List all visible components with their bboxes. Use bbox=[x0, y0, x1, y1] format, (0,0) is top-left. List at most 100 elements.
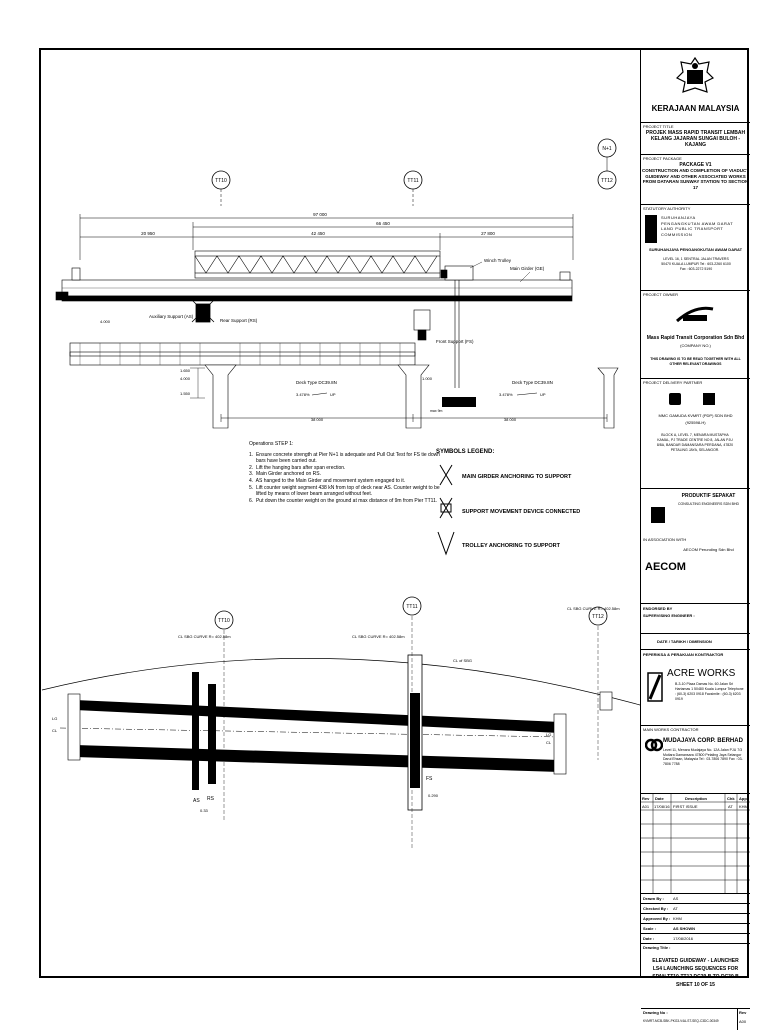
movement-symbol-icon bbox=[439, 497, 453, 519]
endorsement-cell: ENDORSED BY SUPERVISING ENGINEER : bbox=[641, 603, 750, 633]
plan-dim-fs: 0.290 bbox=[428, 793, 439, 798]
small-dims bbox=[190, 367, 205, 399]
approved-by-row: Approved By : KHM bbox=[641, 913, 750, 923]
plan-curve-1: CL SBG CURVE R= 402.58m bbox=[178, 634, 231, 639]
svg-text:66: 66 bbox=[442, 297, 446, 301]
legend-item-2: SUPPORT MOVEMENT DEVICE CONNECTED bbox=[462, 509, 580, 515]
operations-title: Operations STEP 1: bbox=[249, 441, 294, 447]
authority-cell: STATUTORY AUTHORITY SURUHANJAYA PENGANGK… bbox=[641, 204, 750, 290]
svg-text:18: 18 bbox=[178, 297, 182, 301]
operations-step: 5. Lift counter weight segment 438 kN fr… bbox=[249, 484, 440, 491]
owner-name: Mass Rapid Transit Corporation Sdn Bhd bbox=[646, 335, 745, 341]
project-title-cell: PROJECT TITLE PROJEK MASS RAPID TRANSIT … bbox=[641, 122, 750, 154]
front-support bbox=[413, 309, 431, 341]
legend-item-1: MAIN GIRDER ANCHORING TO SUPPORT bbox=[462, 474, 572, 480]
dim-center: 42 450 bbox=[311, 231, 325, 236]
plan-pier-tt12: TT12 bbox=[592, 614, 604, 620]
dim-total: 97 000 bbox=[313, 212, 327, 217]
label-aux: Auxiliary Support (AS) bbox=[149, 314, 194, 319]
drawing-number-cell: Drawing No : KVMRT-MCB-SBK-PKG3-V4A-ST-S… bbox=[641, 1008, 750, 1030]
drawing-title: ELEVATED GUIDEWAY - LAUNCHER LS4 LAUNCHI… bbox=[652, 958, 739, 988]
operations-notes: Operations STEP 1: 1. Ensure concrete st… bbox=[249, 441, 440, 504]
plan-guideway bbox=[41, 616, 641, 850]
checked-by-row: Checked By : AT bbox=[641, 903, 750, 913]
dim-bottom-left: 38 000 bbox=[311, 417, 324, 422]
mudajaya-logo-icon bbox=[645, 738, 663, 752]
dim-1550: 1.550 bbox=[180, 391, 191, 396]
label-winch: Winch Trolley bbox=[484, 258, 512, 263]
coat-of-arms-icon bbox=[675, 56, 715, 93]
plan-cl-sbg: CL of SBG bbox=[453, 658, 472, 663]
consultant-cell: PRODUKTIF SEPAKAT CONSULTING ENGINEERS S… bbox=[641, 488, 750, 638]
operations-step: 4. AS hanged to the Main Girder and move… bbox=[249, 477, 406, 484]
package-name: PACKAGE V1 bbox=[679, 162, 712, 168]
plan-curve-3: CL SBG CURVE R= 402.58m bbox=[567, 606, 620, 611]
trolley-symbol-icon bbox=[437, 531, 455, 556]
pier-marker-tt12: TT12 bbox=[597, 170, 617, 190]
aecom-logo: AECOM bbox=[645, 561, 686, 573]
bottom-dims bbox=[220, 414, 608, 422]
label-front: Front Support (FS) bbox=[436, 339, 474, 344]
svg-text:46: 46 bbox=[332, 297, 336, 301]
plan-label-fs: FS bbox=[426, 776, 433, 782]
drawn-by-row: Drawn By : AS bbox=[641, 893, 750, 903]
up-right: UP bbox=[540, 392, 546, 397]
operations-step: 2. Lift the hanging bars after span erec… bbox=[249, 464, 346, 471]
plan-pier-markers bbox=[214, 596, 608, 630]
owner-cell: PROJECT OWNER Mass Rapid Transit Corpora… bbox=[641, 290, 750, 378]
winch-trolley bbox=[440, 265, 474, 388]
dim-left: 20 950 bbox=[141, 231, 155, 236]
contractor-name: ACRE WORKS bbox=[667, 668, 736, 679]
government-cell: KERAJAAN MALAYSIA bbox=[641, 48, 750, 122]
svg-text:2: 2 bbox=[90, 297, 92, 301]
svg-text:TT12: TT12 bbox=[601, 178, 613, 184]
legend-item-3: TROLLEY ANCHORING TO SUPPORT bbox=[462, 543, 561, 549]
pdp-cell: PROJECT DELIVERY PARTNER MMC GAMUDA KVMR… bbox=[641, 378, 750, 488]
date-row: Date : 17/08/2016 bbox=[641, 933, 750, 943]
operations-step: bars have been carried out. bbox=[249, 458, 317, 465]
deck-label-left: Deck Type DC39.8N bbox=[296, 380, 337, 385]
svg-text:82: 82 bbox=[530, 297, 534, 301]
mrt-logo-icon bbox=[676, 306, 714, 323]
svg-text:30: 30 bbox=[244, 297, 248, 301]
svg-text:10: 10 bbox=[134, 297, 138, 301]
legend-title: SYMBOLS LEGEND: bbox=[436, 449, 494, 455]
main-contractor-cell: MAIN WORKS CONTRACTOR MUDAJAYA CORP. BER… bbox=[641, 725, 750, 837]
plan-label-as: AS bbox=[193, 798, 200, 804]
dimension-lines bbox=[79, 214, 574, 260]
counter-weight bbox=[442, 397, 476, 407]
pier-marker-tt11: TT11 bbox=[403, 170, 423, 206]
pdp-logo-icon bbox=[703, 393, 715, 405]
svg-text:22: 22 bbox=[200, 297, 204, 301]
package-cell: PROJECT PACKAGE PACKAGE V1 CONSTRUCTION … bbox=[641, 154, 750, 204]
svg-text:26: 26 bbox=[222, 297, 226, 301]
svg-text:70: 70 bbox=[464, 297, 468, 301]
svg-text:14: 14 bbox=[156, 297, 160, 301]
auxiliary-support bbox=[191, 299, 215, 323]
spad-logo-icon bbox=[645, 215, 657, 243]
deck-label-right: Deck Type DC39.8N bbox=[512, 380, 553, 385]
slope-left: 3.478% bbox=[296, 392, 310, 397]
package-desc: CONSTRUCTION AND COMPLETION OF VIADUCT G… bbox=[641, 168, 750, 190]
slope-right: 3.478% bbox=[499, 392, 513, 397]
plan-label-rs: RS bbox=[207, 796, 215, 802]
dim-4000: 4.000 bbox=[100, 319, 111, 324]
government-title: KERAJAAN MALAYSIA bbox=[651, 104, 740, 113]
dim-1000: 1.000 bbox=[422, 376, 433, 381]
plan-label-cl2: CL bbox=[546, 740, 552, 745]
label-rear: Rear Support (RS) bbox=[220, 318, 258, 323]
deck-elevation bbox=[69, 342, 416, 366]
piers-elevation bbox=[204, 364, 619, 429]
plan-pier-tt10: TT10 bbox=[218, 618, 230, 624]
contractor-cell: PEPERIKSA & PERAKUAN KONTRAKTOR ACRE WOR… bbox=[641, 649, 750, 725]
consultant-logo-icon bbox=[651, 507, 665, 523]
dim-1650: 1.650 bbox=[180, 368, 191, 373]
svg-text:42: 42 bbox=[310, 297, 314, 301]
title-block: KERAJAAN MALAYSIA PROJECT TITLE PROJEK M… bbox=[640, 48, 750, 1030]
operations-step: 3. Main Girder anchored on RS. bbox=[249, 471, 321, 478]
svg-text:6: 6 bbox=[112, 297, 114, 301]
svg-text:38: 38 bbox=[288, 297, 292, 301]
dim-right: 27 800 bbox=[481, 231, 495, 236]
operations-step: 1. Ensure concrete strength at Pier N+1 … bbox=[249, 451, 440, 458]
